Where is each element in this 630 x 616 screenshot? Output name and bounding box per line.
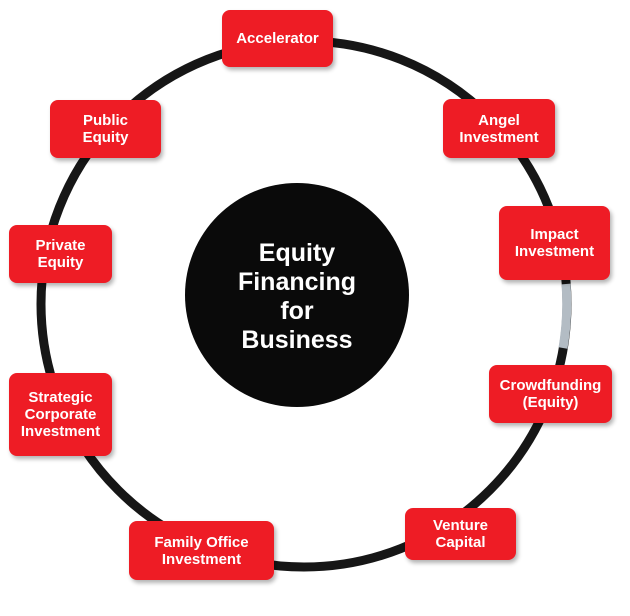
node-impact-investment: Impact Investment [499,206,610,280]
node-label: Family Office Investment [154,533,249,568]
node-label: Venture Capital [432,517,489,551]
center-circle: Equity Financing for Business [185,183,409,407]
node-strategic-corporate-investment: Strategic Corporate Investment [9,373,112,456]
node-label: Strategic Corporate Investment [20,389,101,440]
node-label: Crowdfunding (Equity) [499,377,602,411]
node-label: Public Equity [82,112,129,146]
node-public-equity: Public Equity [50,100,161,158]
node-angel-investment: Angel Investment [443,99,555,158]
center-title: Equity Financing for Business [237,239,357,354]
node-crowdfunding-equity: Crowdfunding (Equity) [489,365,612,423]
node-label: Private Equity [35,237,86,271]
node-accelerator: Accelerator [222,10,333,67]
node-private-equity: Private Equity [9,225,112,283]
ring-highlight-segment [558,283,572,349]
node-label: Angel Investment [459,111,539,146]
node-family-office-investment: Family Office Investment [129,521,274,580]
node-label: Impact Investment [514,226,595,260]
node-label: Accelerator [236,30,319,47]
node-venture-capital: Venture Capital [405,508,516,560]
